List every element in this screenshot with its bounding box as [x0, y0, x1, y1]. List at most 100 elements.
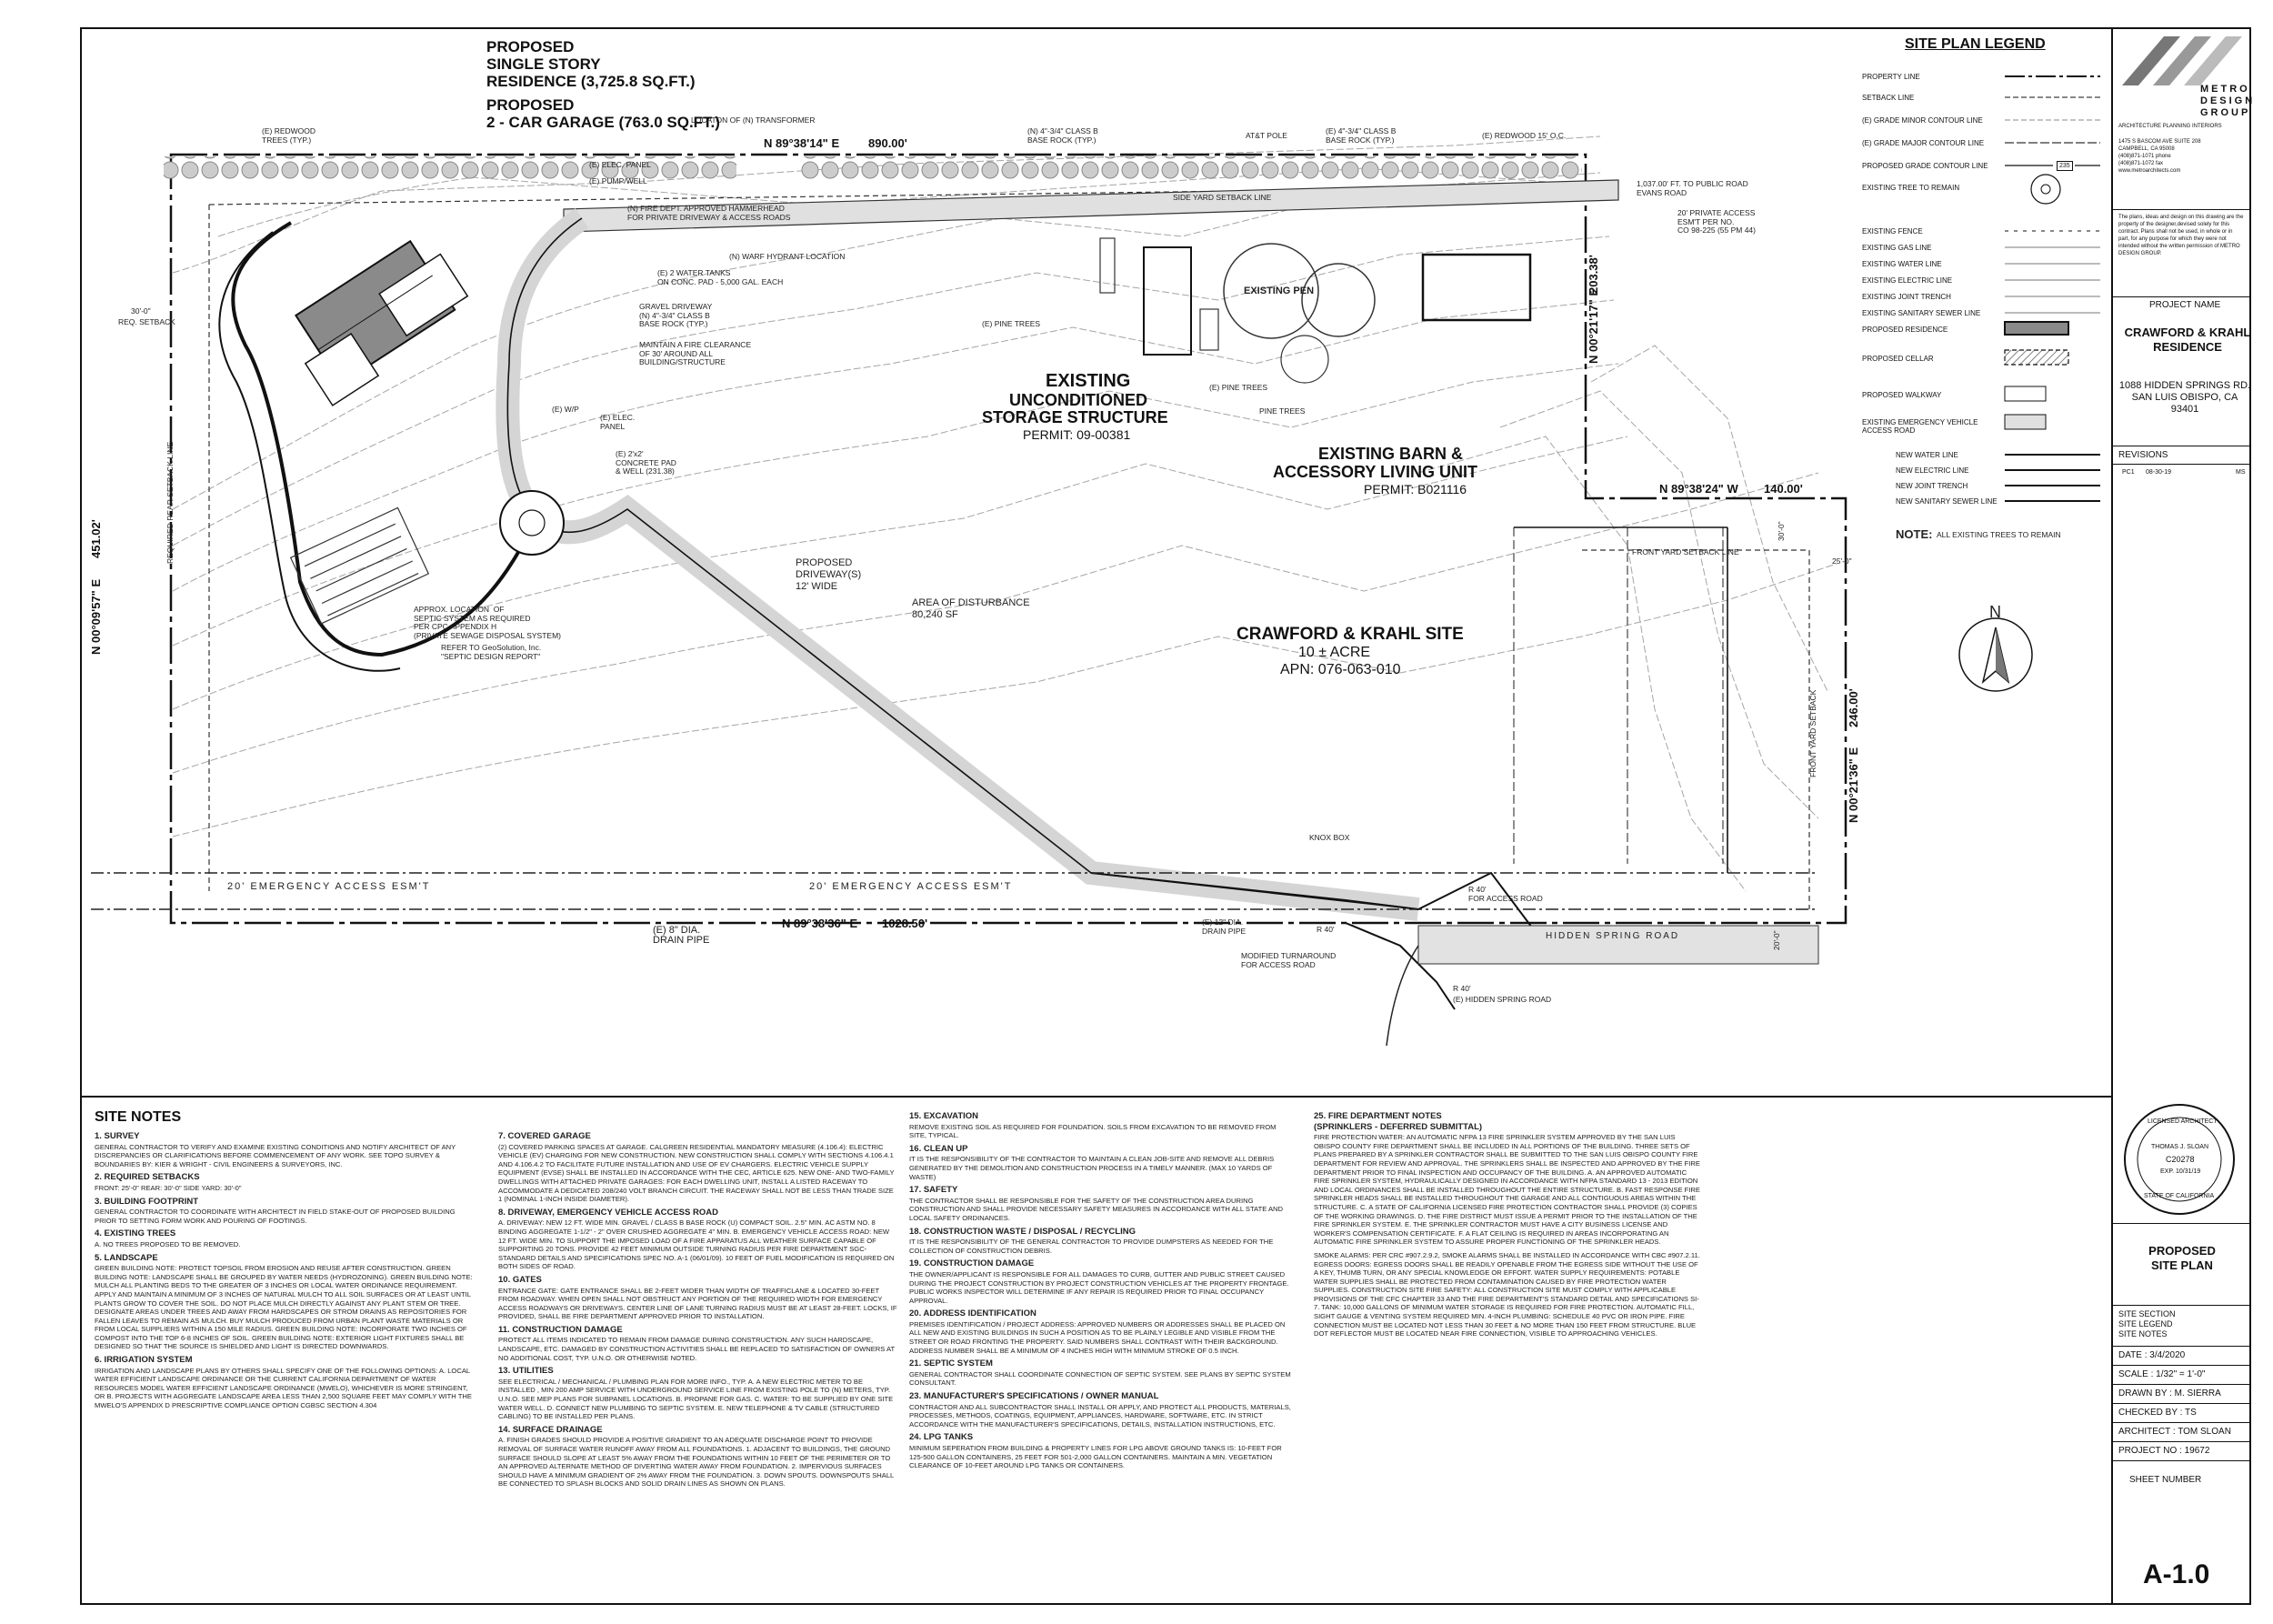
redwood-tree-row-2: [800, 156, 1582, 180]
pine-tree-row: [1099, 237, 1116, 294]
annot-hammerhead: (N) FIRE DEPT. APPROVED HAMMERHEAD FOR P…: [627, 204, 791, 222]
company-name-3: GROUP: [2200, 107, 2251, 118]
annot-e-class-b-rock: (E) 4"-3/4" CLASS B BASE ROCK (TYP.): [1326, 126, 1397, 145]
annot-elec-panel-2: (E) ELEC. PANEL: [600, 413, 636, 431]
annot-side-yard-setback: SIDE YARD SETBACK LINE: [1173, 193, 1272, 202]
legend-item: (E) GRADE MINOR CONTOUR LINE: [1862, 116, 1983, 125]
storage-title-2: UNCONDITIONED: [1009, 391, 1147, 409]
sheet-number: A-1.0: [2143, 1559, 2210, 1589]
company-name-1: METRO: [2200, 84, 2250, 95]
existing-pen-label: EXISTING PEN: [1244, 286, 1315, 296]
sheet-date: DATE : 3/4/2020: [2118, 1350, 2186, 1360]
note-body: GENERAL CONTRACTOR TO VERIFY AND EXAMINE…: [95, 1142, 456, 1168]
note-body: (2) COVERED PARKING SPACES AT GARAGE. CA…: [498, 1142, 895, 1204]
legend-title: SITE PLAN LEGEND: [1905, 36, 2046, 52]
note-body: IRRIGATION AND LANDSCAPE PLANS BY OTHERS…: [95, 1366, 472, 1410]
annot-transformer: LOCATON OF (N) TRANSFORMER: [691, 115, 816, 125]
note-text: ALL EXISTING TREES TO REMAIN: [1937, 530, 2061, 539]
note-heading: 21. SEPTIC SYSTEM: [909, 1358, 993, 1369]
dim-east-lower-length: 246.00': [1847, 688, 1860, 727]
sheet-title: PROPOSED SITE PLAN: [2148, 1244, 2216, 1272]
note-body: CONTRACTOR AND ALL SUBCONTRACTOR SHALL I…: [909, 1402, 1291, 1429]
annot-r40-access: R 40' FOR ACCESS ROAD: [1468, 885, 1543, 903]
dim-east-upper-bearing: N 00°21'17" E: [1587, 287, 1600, 364]
annot-drain-pipe-2: (E) 12" DIA. DRAIN PIPE: [1202, 917, 1247, 936]
storage-title-3: STORAGE STRUCTURE: [982, 408, 1168, 426]
annot-r40b: R 40': [1453, 984, 1471, 993]
annot-elec-panel: (E) ELEC. PANEL: [589, 160, 651, 169]
legend-item: SETBACK LINE: [1862, 94, 1915, 102]
storage-permit: PERMIT: 09-00381: [1023, 427, 1131, 442]
note-heading: 7. COVERED GARAGE: [498, 1131, 591, 1141]
revision-by: MS: [2236, 469, 2246, 476]
company-name-2: DESIGN: [2200, 95, 2256, 106]
annot-class-b-rock: (N) 4"-3/4" CLASS B BASE ROCK (TYP.): [1027, 126, 1098, 145]
checked-by: CHECKED BY : TS: [2118, 1408, 2197, 1418]
note-heading: 3. BUILDING FOOTPRINT: [95, 1196, 198, 1207]
legend-item: EXISTING ELECTRIC LINE: [1862, 276, 1953, 285]
annot-conc-pad: (E) 2'x2' CONCRETE PAD & WELL (231.38): [616, 449, 676, 476]
note-body: GREEN BUILDING NOTE: PROTECT TOPSOIL FRO…: [95, 1264, 473, 1351]
dim-north-length: 890.00': [868, 136, 907, 150]
revisions-label: REVISIONS: [2118, 450, 2168, 460]
annot-redwood-trees: (E) REDWOOD TREES (TYP.): [262, 126, 316, 145]
revision-date: 08-30-19: [2146, 469, 2172, 476]
architect: ARCHITECT : TOM SLOAN: [2118, 1427, 2231, 1437]
annot-r40: R 40': [1317, 925, 1335, 934]
legend-item: PROPOSED RESIDENCE: [1862, 326, 1948, 334]
annot-emergency-esmt: 20' EMERGENCY ACCESS ESM'T: [227, 881, 431, 892]
annot-gravel-driveway: GRAVEL DRIVEWAY (N) 4"-3/4" CLASS B BASE…: [639, 302, 713, 328]
note-body: SEE ELECTRICAL / MECHANICAL / PLUMBING P…: [498, 1377, 894, 1421]
note-body: A. FINISH GRADES SHOULD PROVIDE A POSITI…: [498, 1436, 895, 1489]
property-line: [169, 153, 1847, 925]
revision-no: PC1: [2122, 469, 2135, 476]
note-heading: 11. CONSTRUCTION DAMAGE: [498, 1324, 623, 1335]
notes-column-1: 1. SURVEY GENERAL CONTRACTOR TO VERIFY A…: [95, 1132, 476, 1415]
legend-item: EXISTING JOINT TRENCH: [1862, 293, 1951, 301]
note-heading: 20. ADDRESS IDENTIFICATION: [909, 1308, 1036, 1319]
note-body: THE OWNER/APPLICANT IS RESPONSIBLE FOR A…: [909, 1269, 1289, 1305]
dim-south-bearing: N 89°38'36" E: [782, 917, 858, 930]
annot-emergency-esmt-2: 20' EMERGENCY ACCESS ESM'T: [809, 881, 1013, 892]
annot-hydrant: (N) WARF HYDRANT LOCATION: [729, 252, 846, 261]
stamp-top: LICENSED ARCHITECT: [2148, 1118, 2218, 1125]
note-heading: 19. CONSTRUCTION DAMAGE: [909, 1258, 1035, 1269]
architect-stamp: [2124, 1104, 2235, 1215]
garage-title-1: PROPOSED: [486, 96, 575, 114]
note-body: A. NO TREES PROPOSED TO BE REMOVED.: [95, 1239, 241, 1248]
legend-item: (E) GRADE MAJOR CONTOUR LINE: [1862, 139, 1985, 147]
annot-evans-road: 1,037.00' FT. TO PUBLIC ROAD EVANS ROAD: [1637, 179, 1748, 197]
annot-front-yard-vertical: FRONT YARD SETBACK: [1808, 689, 1817, 777]
note-body: IT IS THE RESPONSIBILITY OF THE GENERAL …: [909, 1238, 1274, 1255]
legend-item: EXISTING GAS LINE: [1862, 244, 1932, 252]
site-apn: APN: 076-063-010: [1280, 662, 1401, 677]
dim-west-length: 451.02': [89, 519, 103, 558]
annot-redwood-oc: (E) REDWOOD 15' O.C.: [1482, 131, 1567, 140]
project-address: 1088 HIDDEN SPRINGS RD. SAN LUIS OBISPO,…: [2118, 380, 2251, 415]
north-arrow: [1958, 617, 2033, 692]
barn-title-2: ACCESSORY LIVING UNIT: [1273, 463, 1478, 481]
note-body: PROTECT ALL ITEMS INDICATED TO REMAIN FR…: [498, 1336, 896, 1362]
legend-item: EXISTING TREE TO REMAIN: [1862, 184, 1960, 192]
contour-lines: [172, 135, 1837, 892]
existing-pen-2: [1301, 263, 1376, 337]
note-body: GENERAL CONTRACTOR TO COORDINATE WITH AR…: [95, 1208, 456, 1225]
note-heading: 15. EXCAVATION: [909, 1111, 979, 1121]
stamp-name: THOMAS J. SLOAN: [2151, 1144, 2209, 1150]
legend-item: PROPOSED WALKWAY: [1862, 391, 1942, 399]
annot-proposed-driveway: PROPOSED DRIVEWAY(S) 12' WIDE: [796, 557, 862, 592]
note-heading: 13. UTILITIES: [498, 1366, 554, 1377]
notes-column-4: 25. FIRE DEPARTMENT NOTES (SPRINKLERS - …: [1314, 1096, 1700, 1343]
legend-contour-tag: 235: [2057, 161, 2073, 171]
note-heading: 6. IRRIGATION SYSTEM: [95, 1355, 193, 1366]
company-address: 1475 S BASCOM AVE SUITE 208 CAMPBELL, CA…: [2118, 139, 2201, 174]
legend-item: EXISTING WATER LINE: [1862, 260, 1942, 268]
note-body: PREMISES IDENTIFICATION / PROJECT ADDRES…: [909, 1319, 1286, 1355]
dim-east-lower-bearing: N 00°21'36" E: [1847, 747, 1860, 823]
note-body: A. DRIVEWAY: NEW 12 FT. WIDE MIN. GRAVEL…: [498, 1218, 895, 1271]
note-label: NOTE:: [1896, 527, 1933, 541]
legend-item: EXISTING EMERGENCY VEHICLE ACCESS ROAD: [1862, 418, 1978, 435]
barn-permit: PERMIT: B021116: [1364, 482, 1467, 496]
project-name-label: PROJECT NAME: [2149, 300, 2221, 310]
note-body: IT IS THE RESPONSIBILITY OF THE CONTRACT…: [909, 1155, 1275, 1181]
